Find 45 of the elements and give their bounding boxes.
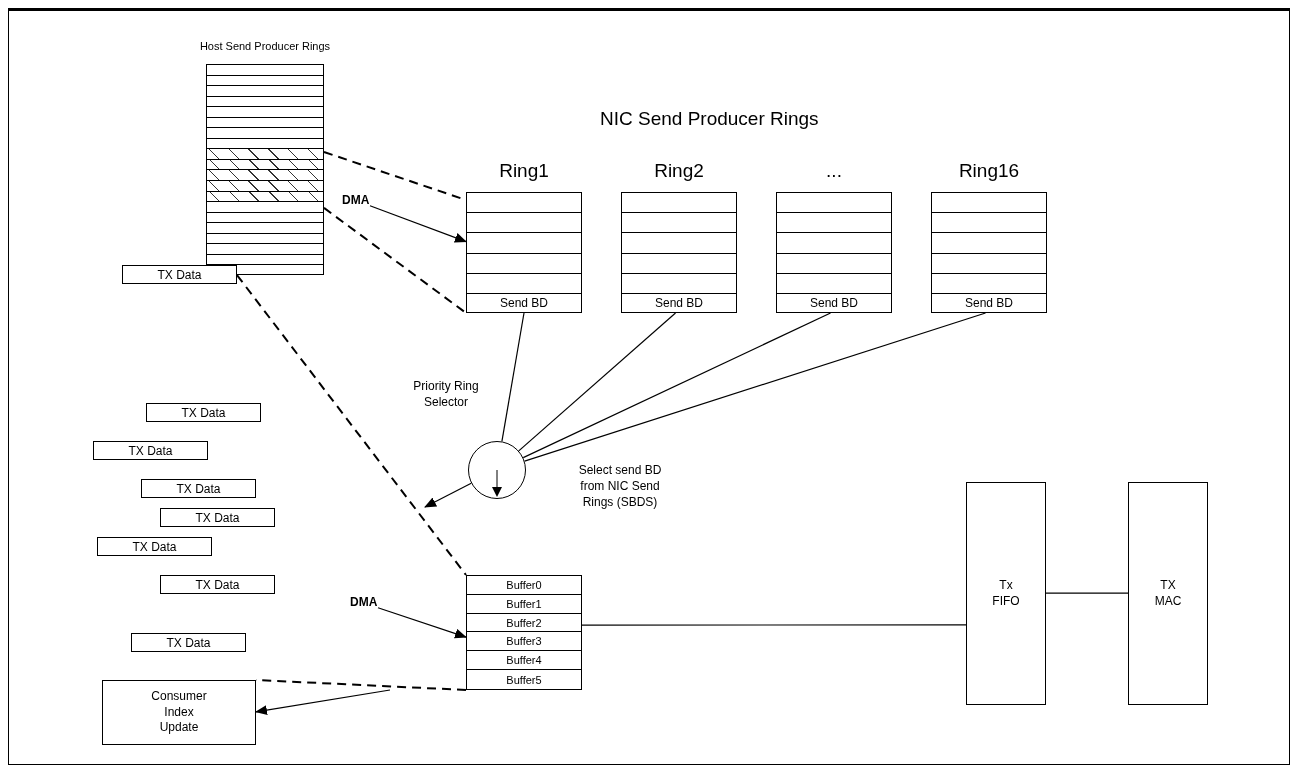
data-box: TX Data	[97, 537, 212, 556]
buffer-row: Buffer2	[467, 613, 581, 633]
data-box: TX Data	[93, 441, 208, 460]
ring-title: ...	[825, 160, 843, 182]
arrow	[255, 689, 391, 715]
data-box: TX Data	[146, 403, 261, 422]
row-label: Send BD	[809, 295, 859, 313]
unit-box: TX MAC	[1128, 482, 1208, 705]
connector-line	[581, 624, 967, 626]
ring-title: Ring1	[498, 160, 550, 182]
data-box: TX Data	[160, 508, 275, 527]
connector-line	[524, 312, 987, 462]
data-box: TX Data	[160, 575, 275, 594]
row-label: Send BD	[964, 295, 1014, 313]
dashed-line	[323, 206, 467, 314]
connector-line	[1045, 592, 1129, 594]
dma-label: DMA	[350, 595, 378, 609]
dma-label: DMA	[342, 193, 370, 207]
data-box: TX Data	[131, 633, 246, 652]
ring-title: Ring2	[653, 160, 705, 182]
section-heading: NIC Send Producer Rings	[600, 107, 819, 131]
buffer-row: Buffer3	[467, 632, 581, 652]
dashed-line	[236, 274, 467, 576]
buffer-row: Buffer4	[467, 651, 581, 671]
arrow	[424, 482, 472, 508]
buffer-row: Buffer1	[467, 594, 581, 614]
connector-line	[522, 312, 832, 459]
row-label: Send BD	[654, 295, 704, 313]
arrow	[369, 205, 467, 243]
connector-line	[501, 312, 525, 443]
arrow	[377, 607, 467, 639]
data-box: TX Data	[122, 265, 237, 284]
connector-line	[518, 312, 677, 452]
selector-caption: Select send BD from NIC Send Rings (SBDS)	[577, 462, 663, 511]
ring-title: Ring16	[957, 160, 1021, 182]
buffer-table	[466, 575, 582, 690]
ring-title: Host Send Producer Rings	[198, 40, 332, 52]
buffer-row: Buffer0	[467, 576, 581, 595]
row-label: Send BD	[499, 295, 549, 313]
buffer-row-text: Buffer5	[505, 672, 543, 688]
process-box: Consumer Index Update	[102, 680, 256, 745]
selector-caption: Priority Ring Selector	[412, 378, 480, 411]
selector-circle	[468, 441, 526, 499]
data-box: TX Data	[141, 479, 256, 498]
unit-box: Tx FIFO	[966, 482, 1046, 705]
